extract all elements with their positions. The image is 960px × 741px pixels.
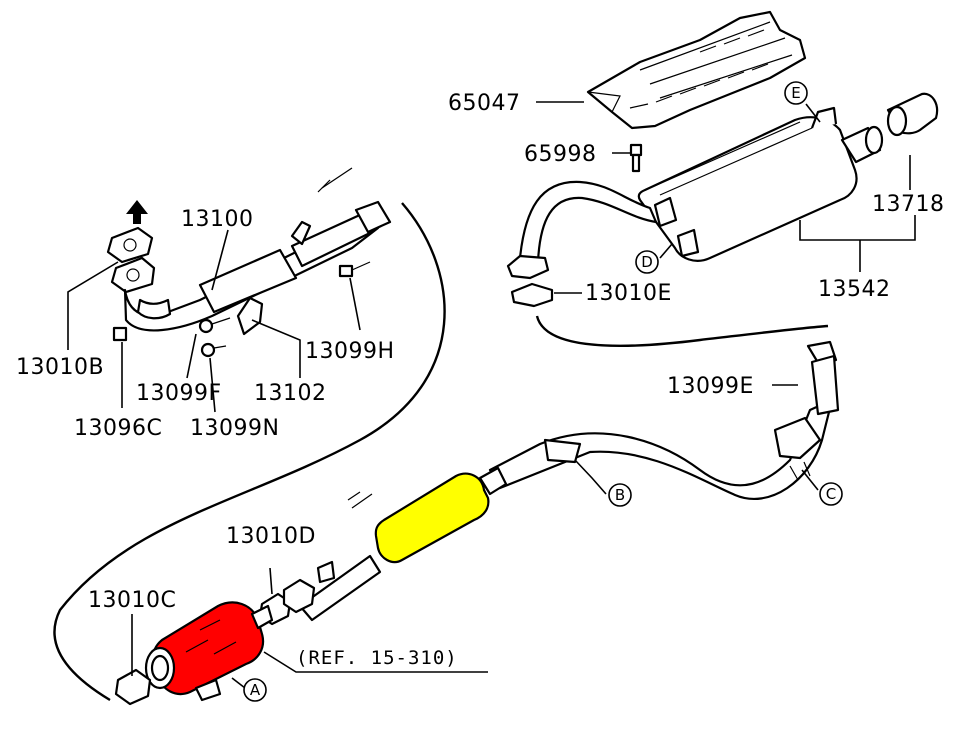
center-resonator	[374, 472, 490, 564]
leader-lines	[67, 101, 916, 689]
label-13096c: 13096C	[74, 416, 162, 441]
front-arrow-icon	[126, 200, 148, 224]
svg-text:A: A	[250, 681, 261, 699]
label-65998: 65998	[524, 142, 597, 167]
label-13100: 13100	[181, 207, 254, 232]
label-13010b: 13010B	[16, 355, 104, 380]
label-13099e: 13099E	[667, 374, 754, 399]
label-13542: 13542	[818, 277, 891, 302]
label-65047: 65047	[448, 91, 521, 116]
callout-a: A	[243, 678, 267, 702]
bracket-13102	[236, 296, 264, 336]
callout-e: E	[784, 81, 808, 105]
svg-text:E: E	[791, 84, 800, 102]
gasket-13010c	[114, 668, 152, 706]
gasket-13010e	[510, 282, 554, 308]
tail-pipe-tip	[886, 92, 939, 137]
heat-shield	[586, 10, 807, 130]
callout-b: B	[608, 483, 632, 507]
label-13718: 13718	[872, 192, 945, 217]
label-13010d: 13010D	[226, 524, 316, 549]
flange-13010d	[282, 578, 316, 614]
reference-note: (REF. 15-310)	[296, 647, 458, 669]
center-pipe	[298, 340, 840, 622]
svg-text:B: B	[615, 486, 625, 504]
resonator-inlet	[478, 466, 508, 496]
callout-d: D	[635, 250, 659, 274]
svg-text:D: D	[641, 253, 653, 271]
nut-13096c	[112, 326, 128, 342]
bolt-13099f	[198, 317, 231, 334]
label-13102: 13102	[254, 381, 327, 406]
group-boundary-front	[53, 202, 446, 702]
catalytic-converter	[144, 601, 274, 702]
label-13010c: 13010C	[88, 588, 176, 613]
callout-c: C	[819, 482, 843, 506]
bolt-13099h	[338, 261, 371, 278]
front-pipe	[106, 167, 392, 332]
svg-text:C: C	[826, 485, 836, 503]
label-13099n: 13099N	[190, 416, 279, 441]
bolt-65998	[629, 143, 643, 173]
group-boundary-rear	[535, 315, 829, 347]
muffler	[506, 106, 884, 280]
label-13099f: 13099F	[136, 381, 222, 406]
bolt-13099n	[200, 342, 227, 358]
label-13099h: 13099H	[305, 339, 395, 364]
label-13010e: 13010E	[585, 281, 672, 306]
